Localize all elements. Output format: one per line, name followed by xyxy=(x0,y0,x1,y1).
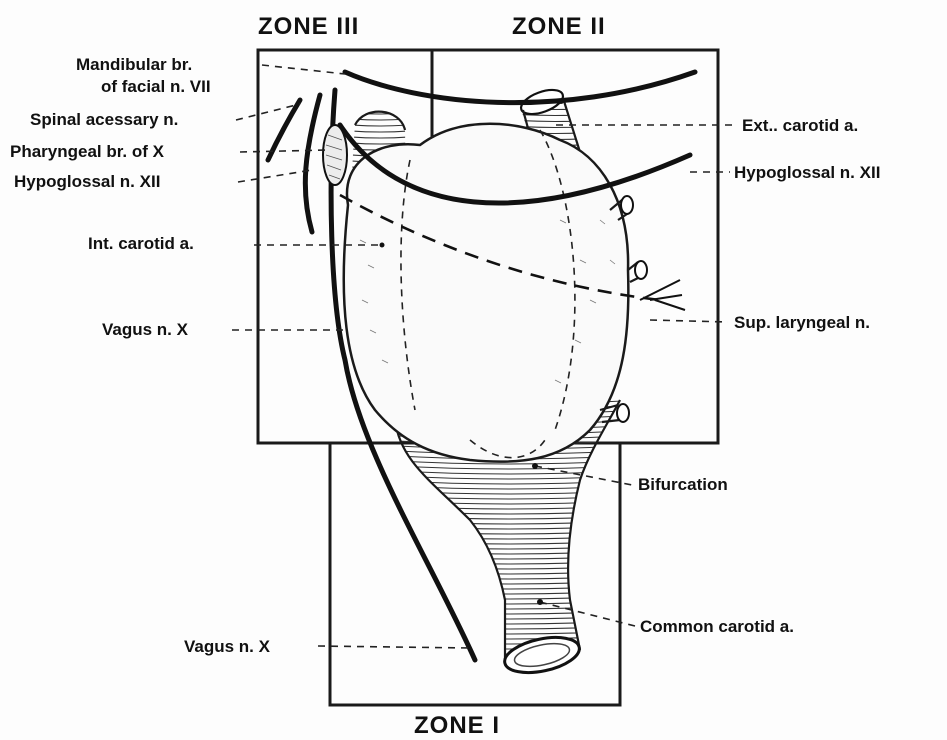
vessel-hatch-line xyxy=(380,590,640,594)
sup-laryngeal-branches xyxy=(640,280,685,310)
vessel-hatch-line xyxy=(380,500,640,504)
vessel-hatch-line xyxy=(380,515,640,519)
vessel-hatch-line xyxy=(380,605,640,609)
vessel-hatch-line xyxy=(510,120,600,122)
label-mandibular-2: of facial n. VII xyxy=(101,77,211,96)
label-hypoglossal-left: Hypoglossal n. XII xyxy=(14,172,160,191)
vessel-hatch-line xyxy=(380,490,640,494)
vessel-hatch-line xyxy=(340,124,420,126)
zone-i-box xyxy=(330,443,620,705)
vessel-hatch-line xyxy=(380,630,640,634)
vessel-hatch-line xyxy=(380,595,640,599)
label-spinal-accessory: Spinal acessary n. xyxy=(30,110,178,129)
common-carotid-point xyxy=(537,599,543,605)
label-sup-laryngeal: Sup. laryngeal n. xyxy=(734,313,870,332)
vessel-hatch-line xyxy=(380,615,640,619)
label-hypoglossal-right: Hypoglossal n. XII xyxy=(734,163,880,182)
vessel-hatch-line xyxy=(380,535,640,539)
vessel-hatch-line xyxy=(380,565,640,569)
label-ext-carotid: Ext.. carotid a. xyxy=(742,116,858,135)
label-int-carotid: Int. carotid a. xyxy=(88,234,194,253)
label-vagus-upper: Vagus n. X xyxy=(102,320,189,339)
vessel-hatch-line xyxy=(380,640,640,644)
vessel-hatch-line xyxy=(380,680,640,684)
pharyngeal-branch xyxy=(323,125,347,185)
zone-iii-title: ZONE III xyxy=(258,13,359,40)
vessel-hatch-line xyxy=(380,510,640,514)
mandibular-branch-nerve xyxy=(345,72,695,103)
bifurcation-point xyxy=(532,463,538,469)
vessel-hatch-line xyxy=(380,555,640,559)
vessel-hatch-line xyxy=(380,645,640,649)
label-pharyngeal: Pharyngeal br. of X xyxy=(10,142,165,161)
vessel-hatch-line xyxy=(380,585,640,589)
label-mandibular-1: Mandibular br. xyxy=(76,55,192,74)
label-common-carotid: Common carotid a. xyxy=(640,617,794,636)
vessel-hatch-line xyxy=(380,495,640,499)
vessel-hatch-line xyxy=(340,130,420,132)
vessel-hatch-line xyxy=(340,118,420,120)
vessel-hatch-line xyxy=(380,635,640,639)
spinal-accessory-nerve-2 xyxy=(305,95,320,232)
vessel-hatch-line xyxy=(380,620,640,624)
vessel-hatch-line xyxy=(380,570,640,574)
vessel-hatch-line xyxy=(380,485,640,489)
vessel-hatch-line xyxy=(380,600,640,604)
zone-i-title: ZONE I xyxy=(414,712,500,739)
vessel-hatch-line xyxy=(380,675,640,679)
vessel-hatch-line xyxy=(380,505,640,509)
int-carotid-point xyxy=(380,243,385,248)
vessel-hatch-line xyxy=(380,525,640,529)
vessel-hatch-line xyxy=(340,100,420,102)
vessel-hatch-line xyxy=(380,530,640,534)
label-vagus-lower: Vagus n. X xyxy=(184,637,271,656)
vessel-hatch-line xyxy=(380,520,640,524)
vessel-hatch-line xyxy=(380,575,640,579)
vessel-hatch-line xyxy=(380,625,640,629)
label-bifurcation: Bifurcation xyxy=(638,475,728,494)
vessel-hatch-line xyxy=(380,480,640,484)
vessel-hatch-line xyxy=(380,610,640,614)
vessel-hatch-line xyxy=(340,106,420,108)
zone-ii-title: ZONE II xyxy=(512,13,606,40)
vessel-hatch-line xyxy=(380,560,640,564)
vessel-hatch-line xyxy=(380,580,640,584)
